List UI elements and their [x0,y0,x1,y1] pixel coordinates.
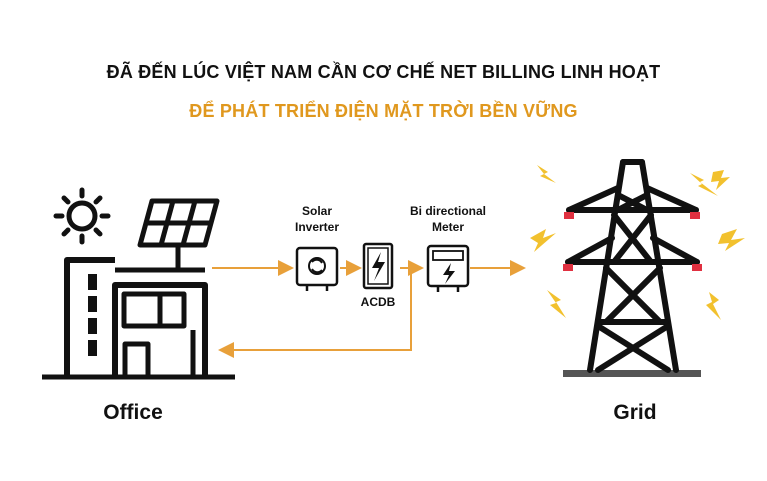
lightning-bolt-icon [718,229,745,251]
acdb-label: ACDB [360,295,396,309]
bidirectional-meter-icon [426,244,470,292]
insulator [563,264,573,271]
lightning-bolt-icon [537,165,556,183]
grid-label: Grid [613,401,657,424]
lightning-bolt-icon [530,229,556,252]
meter-label-line1: Bi directional [409,204,486,218]
transmission-tower-icon [563,159,702,377]
sun-icon [53,187,111,245]
office-building-icon [42,257,235,380]
lightning-bolt-icon [711,170,730,190]
diagram-subtitle: ĐỂ PHÁT TRIỂN ĐIỆN MẶT TRỜI BỀN VỮNG [189,101,578,121]
lightning-bolt-icon [547,290,566,318]
lightning-bolt-icon [690,173,718,196]
insulator [692,264,702,271]
inverter-label: Solar Inverter [285,203,349,235]
solar-inverter-icon [295,246,339,291]
solar-panel-icon [137,198,220,268]
lightning-bolt-icon [706,292,721,320]
inverter-label-line2: Inverter [294,220,340,234]
flow-lines [212,260,526,358]
diagram-title: ĐÃ ĐẾN LÚC VIỆT NAM CẦN CƠ CHẾ NET BILLI… [106,62,661,82]
office-label: Office [103,401,163,424]
acdb-panel-icon [362,242,394,290]
insulator [690,212,700,219]
meter-label-line2: Meter [431,220,464,234]
lightning-bolts [530,165,745,320]
meter-label: Bi directional Meter [402,203,494,235]
inverter-label-line1: Solar [301,204,332,218]
insulator [564,212,574,219]
